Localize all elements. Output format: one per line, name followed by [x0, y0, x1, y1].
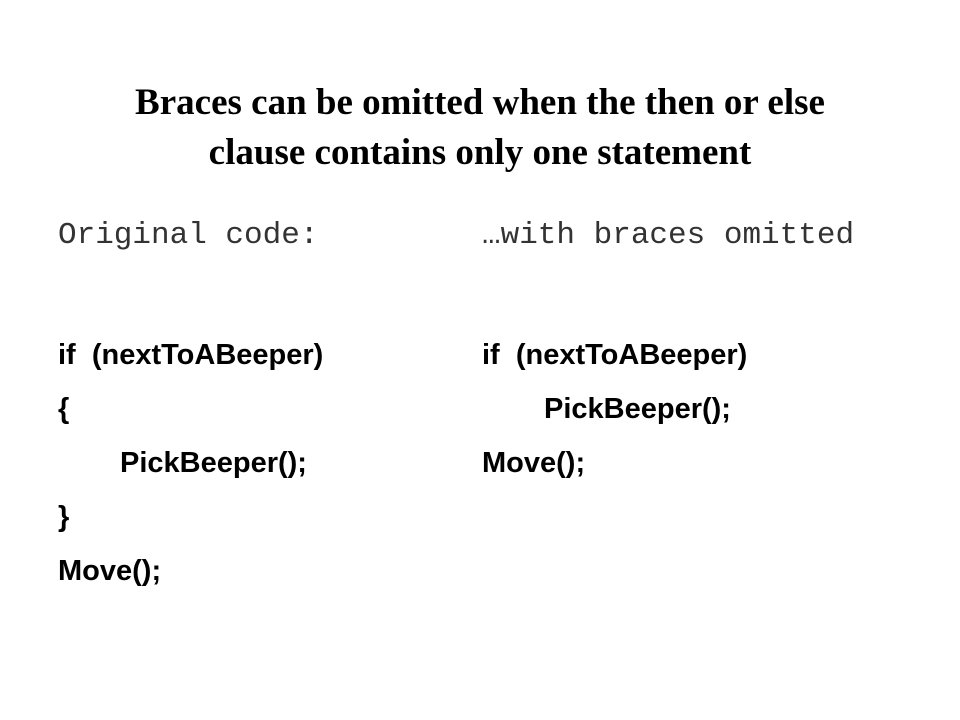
code-line-if: if (nextToABeeper): [482, 339, 748, 371]
code-line-close-brace: }: [58, 501, 70, 533]
slide-title: Braces can be omitted when the then or e…: [40, 78, 920, 178]
braces-omitted-column: …with braces omitted if (nextToABeeper) …: [482, 214, 942, 490]
slide-title-line-1: Braces can be omitted when the then or e…: [135, 82, 825, 123]
code-line-pickbeeper: PickBeeper();: [120, 447, 307, 479]
original-code-block: if (nextToABeeper) { PickBeeper(); } Mov…: [58, 328, 458, 598]
original-code-header: Original code:: [58, 218, 319, 253]
original-code-column: Original code: if (nextToABeeper) { Pick…: [58, 214, 458, 598]
code-line-pickbeeper: PickBeeper();: [544, 393, 731, 425]
code-line-if: if (nextToABeeper): [58, 339, 324, 371]
braces-omitted-code-block: if (nextToABeeper) PickBeeper(); Move();: [482, 328, 942, 490]
code-line-open-brace: {: [58, 393, 70, 425]
code-line-move: Move();: [58, 555, 162, 587]
code-line-move: Move();: [482, 447, 586, 479]
braces-omitted-header: …with braces omitted: [482, 218, 855, 253]
slide-title-line-2: clause contains only one statement: [208, 132, 752, 173]
